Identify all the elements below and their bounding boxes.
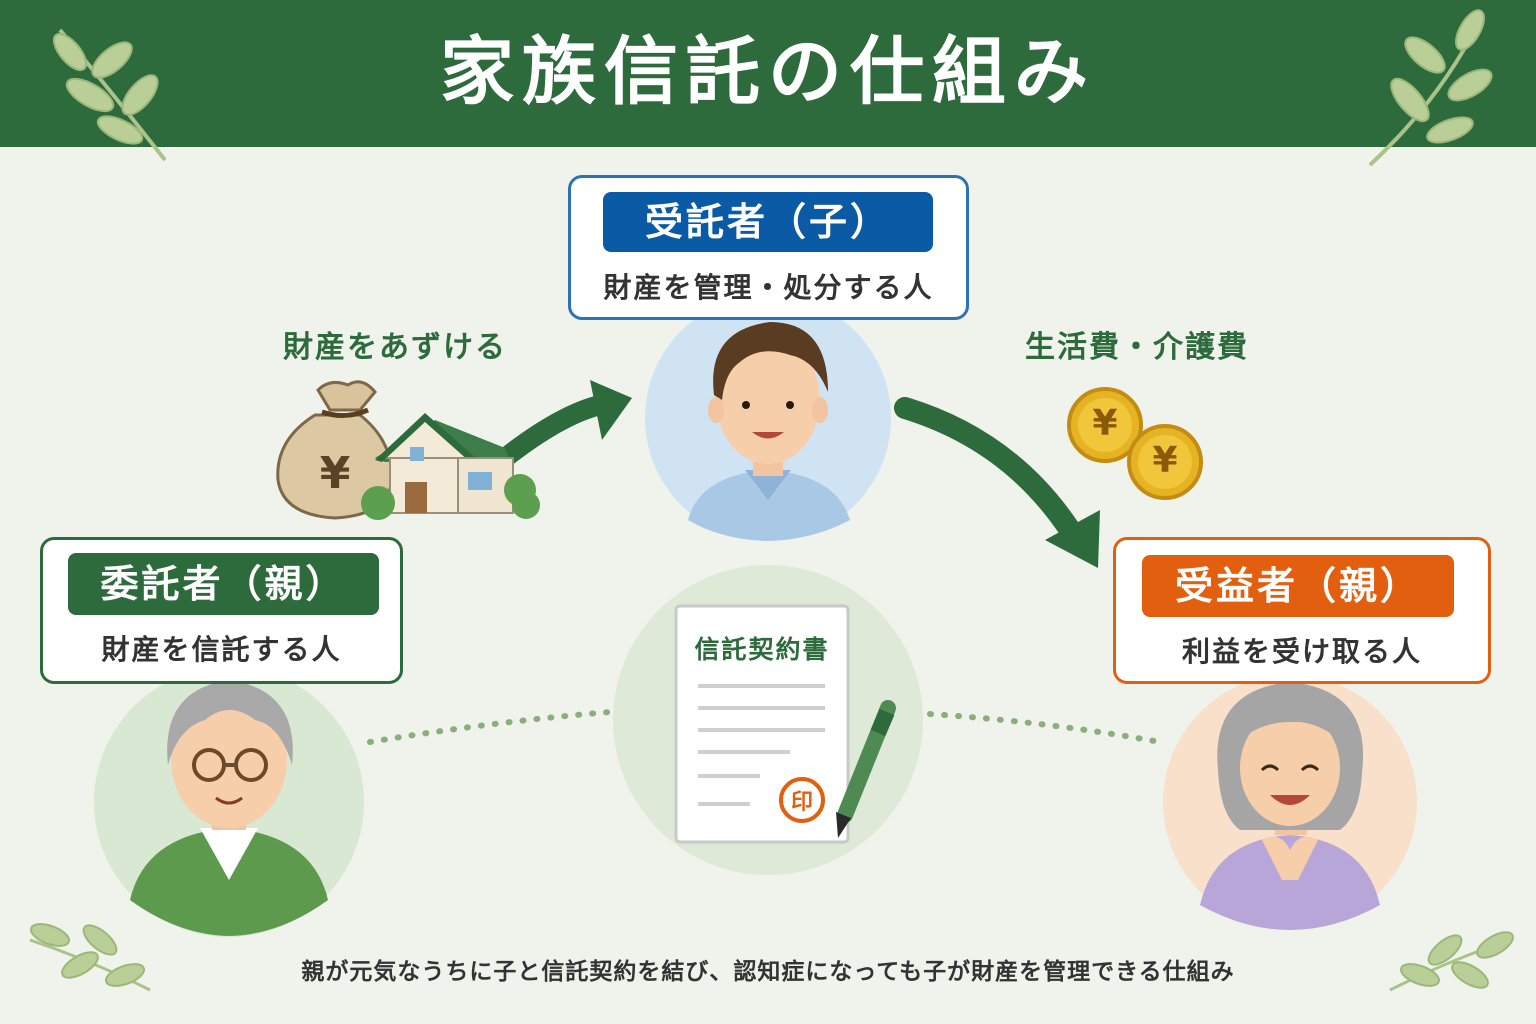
- money-bag-icon: [276, 380, 394, 520]
- beneficiary-illustration: [1200, 682, 1380, 930]
- seal-label: 印: [790, 790, 813, 815]
- settlor-contract-connector: [367, 709, 613, 745]
- page-title: 家族信託の仕組み: [440, 29, 1096, 115]
- footer-caption: 親が元気なうちに子と信託契約を結び、認知症になっても子が財産を管理できる仕組み: [301, 959, 1235, 985]
- coin-yen-label: ¥: [1092, 403, 1118, 444]
- settlor-illustration: [130, 680, 328, 936]
- coin-yen-label: ¥: [1152, 440, 1178, 481]
- contract-title: 信託契約書: [694, 635, 830, 664]
- beneficiary-description: 利益を受け取る人: [1181, 635, 1422, 668]
- leaf-icon: [1368, 9, 1493, 167]
- arrow-icon: [894, 397, 1100, 568]
- house-icon: [361, 413, 540, 520]
- coin-icon: [1067, 387, 1203, 500]
- trustee-illustration: [688, 322, 850, 541]
- trustee-badge: 受託者（子）: [603, 192, 933, 252]
- entrust-flow-label: 財産をあずける: [283, 330, 507, 365]
- header-bar: [0, 0, 1536, 147]
- document-icon: [674, 604, 850, 844]
- settlor-badge: 委託者（親）: [68, 553, 379, 615]
- contract-beneficiary-connector: [927, 711, 1163, 745]
- money-bag-yen-label: ¥: [319, 448, 351, 499]
- trustee-description: 財産を管理・処分する人: [603, 271, 934, 304]
- seal-icon: [779, 777, 825, 823]
- leaf-icon: [29, 923, 151, 992]
- payment-flow-label: 生活費・介護費: [1025, 330, 1249, 365]
- leaf-icon: [1389, 931, 1514, 992]
- arrow-icon: [495, 380, 632, 468]
- pen-icon: [836, 700, 896, 838]
- beneficiary-badge: 受益者（親）: [1142, 555, 1454, 617]
- leaf-icon: [52, 28, 167, 162]
- settlor-description: 財産を信託する人: [101, 633, 342, 666]
